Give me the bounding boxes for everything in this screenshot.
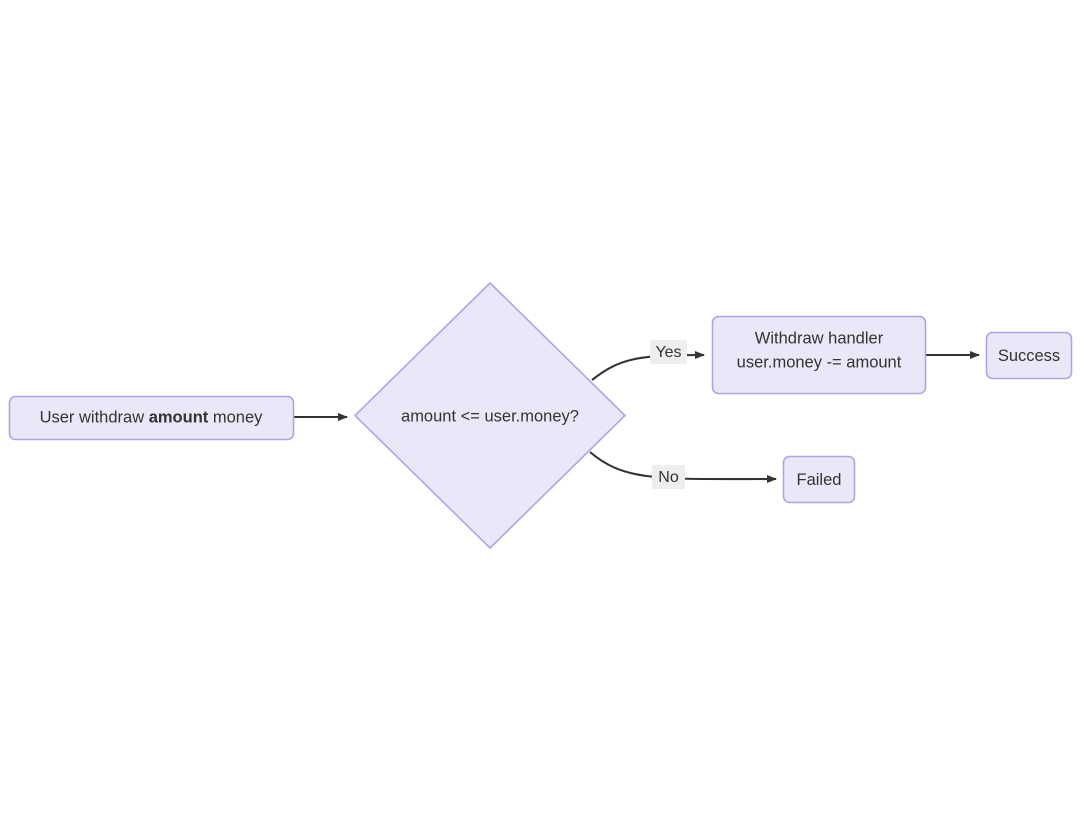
node-start-label: User withdraw amount money — [40, 409, 264, 427]
edge-label-background-yes — [650, 340, 687, 364]
node-success-shape[interactable] — [985, 331, 1073, 380]
node-start-shape[interactable] — [8, 395, 295, 441]
node-handler-label-line1: Withdraw handler — [755, 329, 884, 347]
node-handler-shape[interactable] — [711, 315, 927, 395]
node-failed[interactable]: Failed — [782, 455, 856, 504]
node-decision-label: amount <= user.money? — [401, 407, 579, 425]
node-success[interactable]: Success — [985, 331, 1073, 380]
node-handler[interactable]: Withdraw handler user.money -= amount — [711, 315, 927, 395]
node-success-label: Success — [998, 347, 1060, 365]
edge-label-no: No — [658, 469, 679, 486]
node-start[interactable]: User withdraw amount money — [8, 395, 295, 441]
edge-path-decision-handler — [591, 351, 705, 381]
node-decision[interactable]: amount <= user.money? — [353, 281, 627, 550]
node-start-label-emphasis: amount — [149, 409, 209, 427]
node-failed-label: Failed — [797, 471, 842, 489]
node-decision-shape[interactable] — [353, 281, 627, 550]
node-handler-label-line2: user.money -= amount — [737, 353, 902, 371]
edge-decision-to-failed: No — [589, 451, 777, 489]
node-start-label-suffix: money — [208, 409, 263, 427]
edge-label-background-no — [652, 465, 685, 489]
node-failed-shape[interactable] — [782, 455, 856, 504]
node-start-label-prefix: User withdraw — [40, 409, 149, 427]
edge-decision-to-handler: Yes — [591, 340, 705, 381]
edge-label-yes: Yes — [655, 344, 681, 361]
